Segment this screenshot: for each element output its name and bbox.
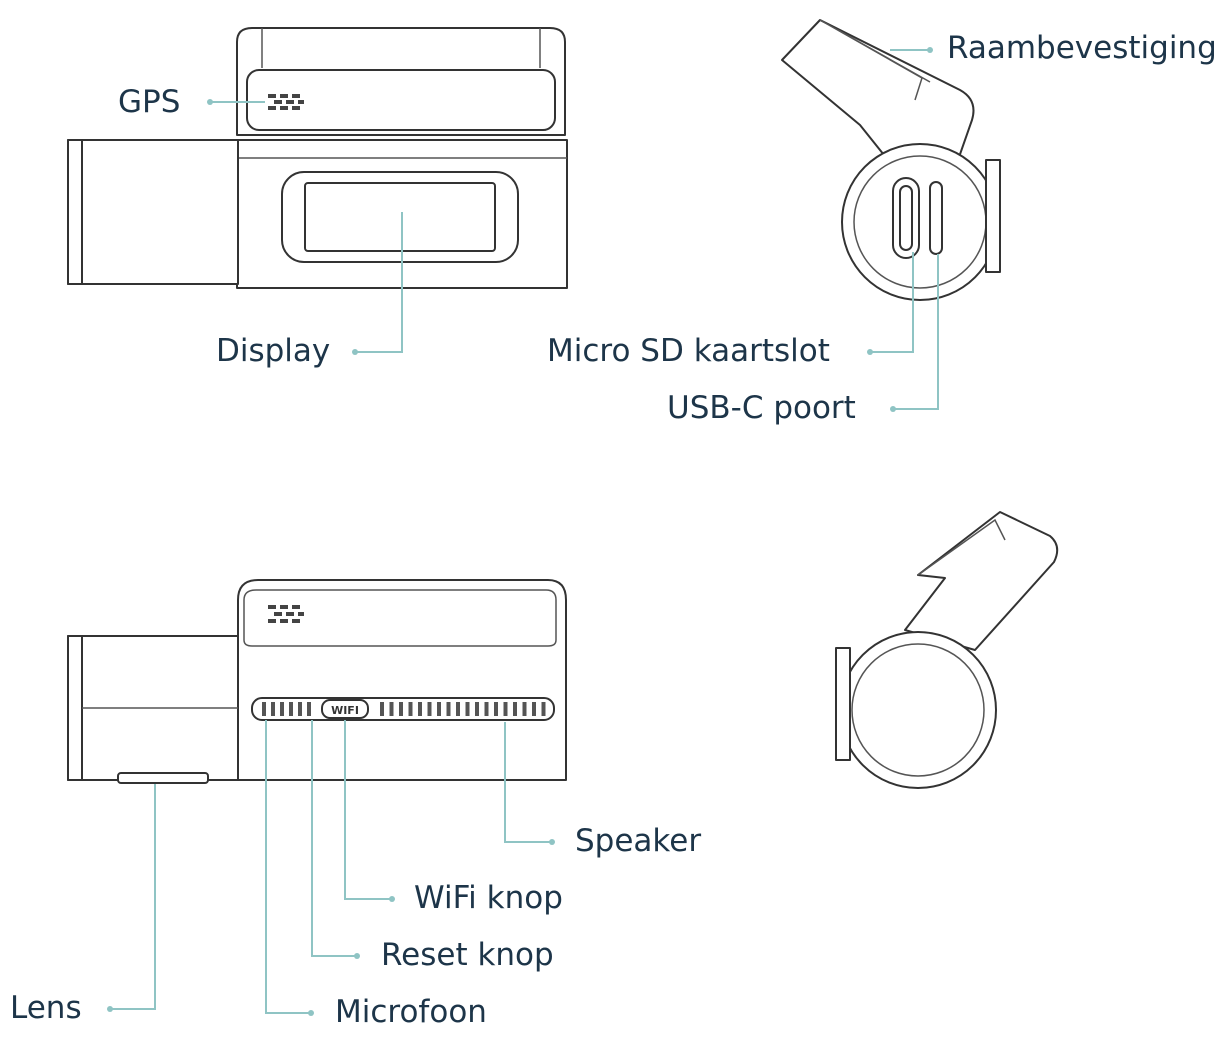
wifi-button-outline (321, 699, 369, 719)
camera-front-view (67, 27, 568, 289)
grille-slot (513, 702, 517, 716)
grille-slot (298, 702, 302, 716)
leader-lines (107, 47, 939, 1016)
gps-grid-icon-bottom (268, 605, 304, 623)
grille-slot (484, 702, 489, 716)
label-display: Display (216, 333, 331, 369)
grille-slot (522, 702, 527, 716)
grille-slot (494, 702, 498, 716)
speaker-grille (262, 702, 546, 716)
label-speaker: Speaker (575, 823, 702, 859)
grille-slot (271, 702, 275, 716)
label-reset-knop: Reset knop (381, 937, 554, 973)
label-wifi-knop: WiFi knop (414, 880, 563, 916)
gps-grid-icon (268, 94, 304, 110)
grille-slot (262, 702, 266, 716)
grille-slot (289, 702, 293, 716)
wifi-badge: WIFI (331, 704, 359, 717)
grille-slot (389, 702, 394, 716)
grille-slot (418, 702, 422, 716)
grille-slot (427, 702, 432, 716)
grille-slot (541, 702, 546, 716)
grille-slot (465, 702, 470, 716)
label-raambevestiging: Raambevestiging (947, 30, 1217, 66)
grille-slot (475, 702, 479, 716)
label-usb-c-poort: USB-C poort (667, 390, 856, 426)
grille-slot (307, 702, 311, 716)
label-micro-sd-kaartslot: Micro SD kaartslot (547, 333, 830, 369)
grille-slot (446, 702, 451, 716)
grille-slot (532, 702, 536, 716)
grille-slot (380, 702, 384, 716)
grille-slot (456, 702, 460, 716)
label-lens: Lens (10, 990, 82, 1026)
camera-side-view-bottom (835, 511, 1059, 789)
grille-slot (280, 702, 284, 716)
label-gps: GPS (118, 84, 181, 120)
camera-side-view-top (781, 19, 1001, 301)
grille-slot (437, 702, 441, 716)
grille-slot (503, 702, 508, 716)
grille-slot (408, 702, 413, 716)
camera-bottom-view: WIFI (67, 579, 567, 784)
label-microfoon: Microfoon (335, 994, 487, 1030)
grille-slot (399, 702, 403, 716)
